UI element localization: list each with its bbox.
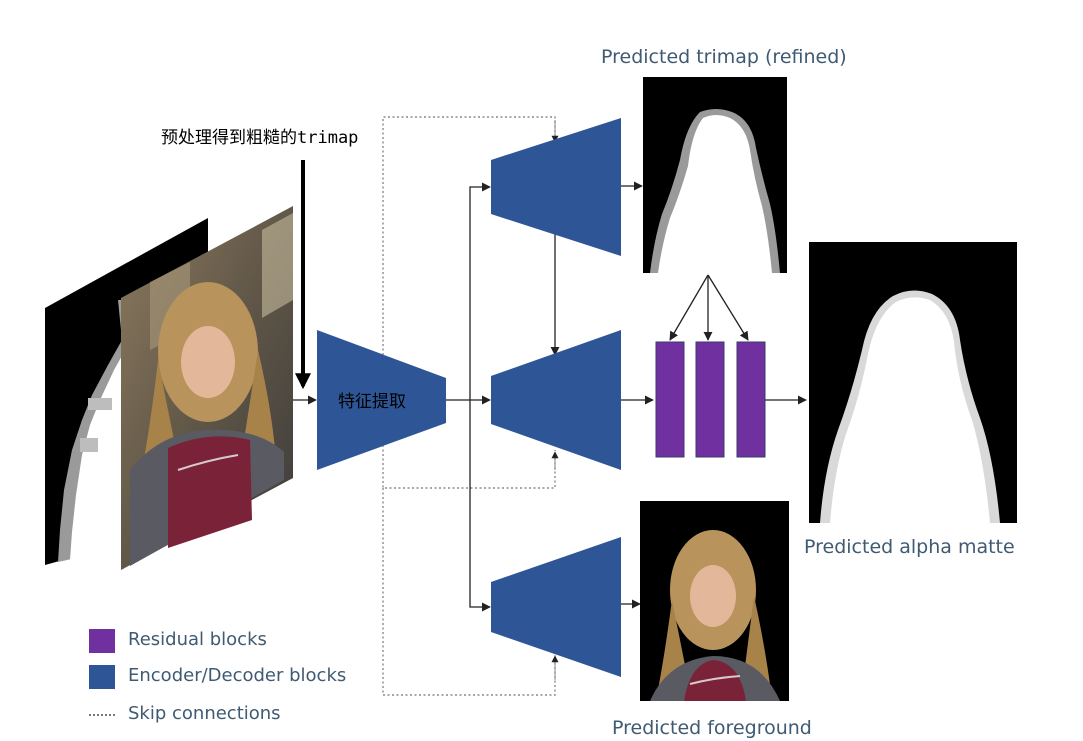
foreground-photo	[640, 501, 789, 701]
alpha-decoder-block	[491, 330, 621, 470]
trimap-refined-label: Predicted trimap (refined)	[601, 46, 847, 68]
trimap-decoder-block	[491, 118, 621, 256]
feature-extraction-label: 特征提取	[338, 392, 406, 412]
encoder-block	[317, 330, 446, 470]
legend-encdec-text: Encoder/Decoder blocks	[128, 665, 347, 686]
portrait-photo-icon	[130, 282, 284, 566]
legend-skip-text: Skip connections	[128, 703, 281, 724]
residual-block-1	[655, 341, 685, 458]
residual-block-2	[695, 341, 725, 458]
input-photo-panel	[121, 206, 293, 570]
trimap-mask-icon	[643, 77, 787, 273]
legend-residual-text: Residual blocks	[128, 629, 267, 650]
skip-swatch	[89, 714, 115, 716]
residual-swatch	[89, 629, 115, 653]
connectors	[293, 181, 807, 612]
foreground-decoder-block	[491, 537, 621, 677]
foreground-label: Predicted foreground	[612, 717, 812, 739]
alpha-matte-icon	[809, 242, 1017, 523]
alpha-matte-label: Predicted alpha matte	[804, 536, 1015, 558]
preprocess-note: 预处理得到粗糙的trimap	[161, 128, 359, 148]
encdec-swatch	[89, 665, 115, 689]
residual-block-3	[736, 341, 766, 458]
